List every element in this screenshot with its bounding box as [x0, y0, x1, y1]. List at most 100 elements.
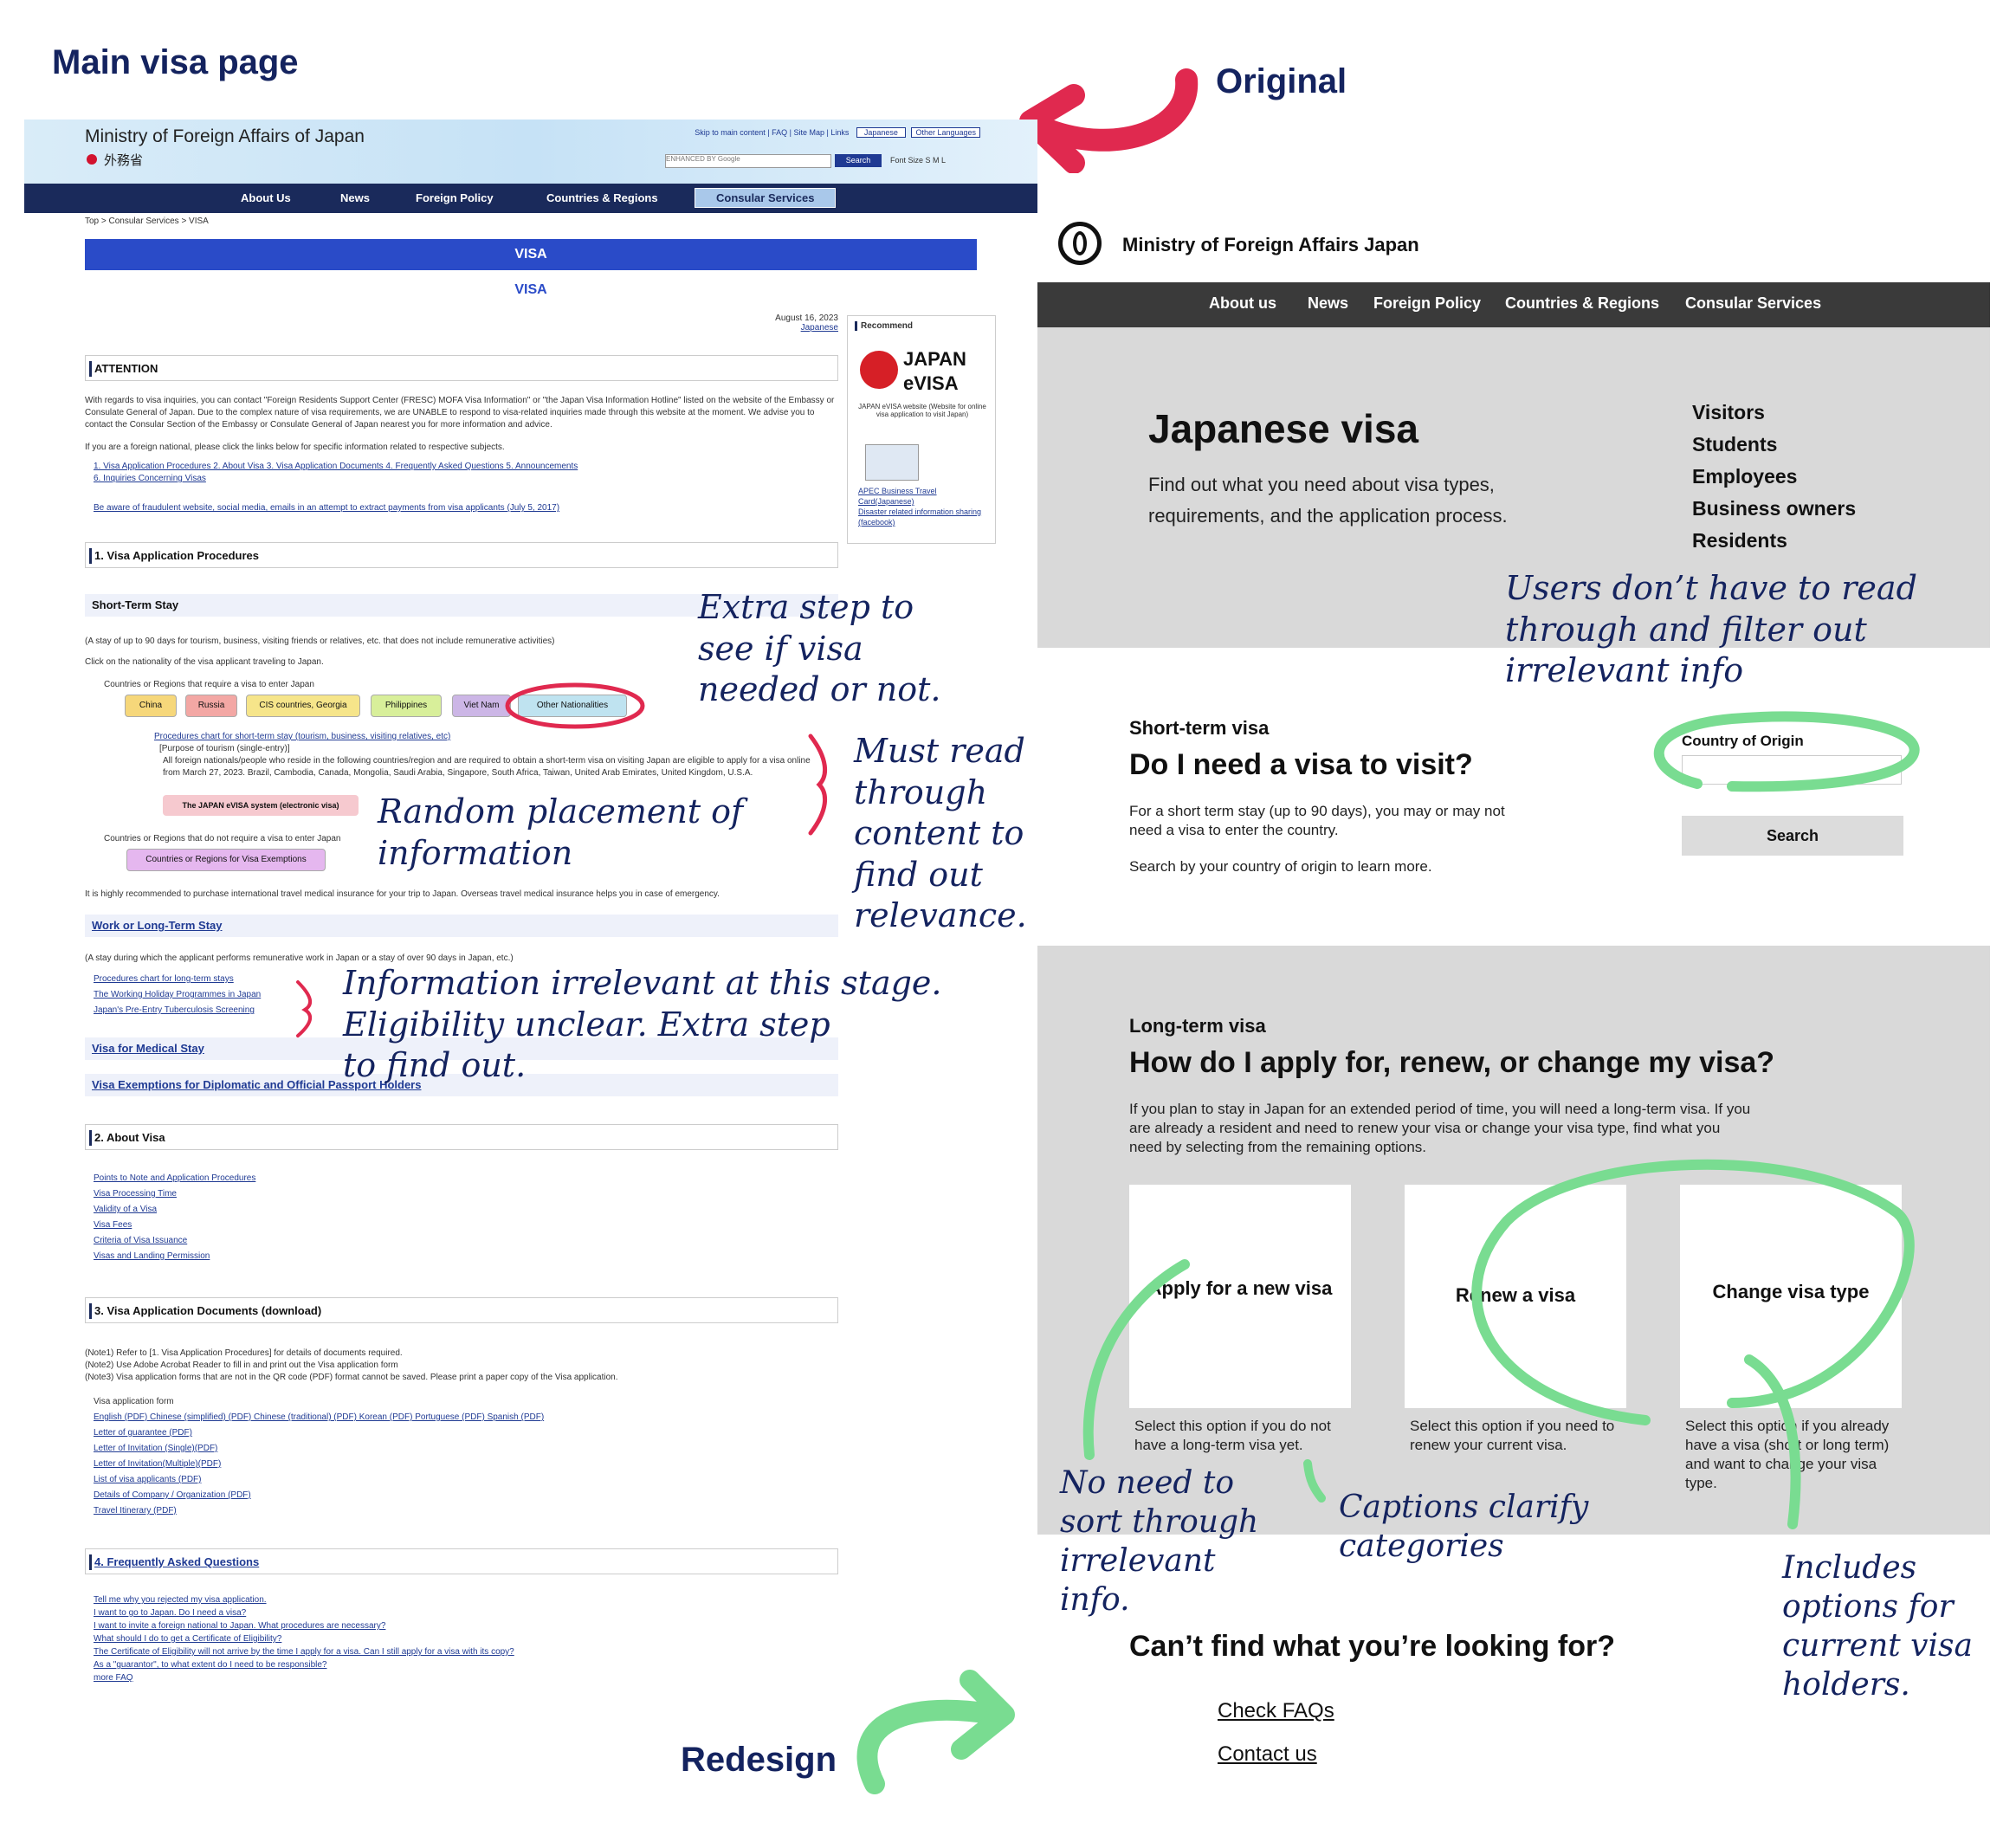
diplomatic-heading[interactable]: Visa Exemptions for Diplomatic and Offic…	[85, 1074, 838, 1096]
r-nav-about-us[interactable]: About us	[1209, 294, 1276, 312]
hero-audience-links: Visitors Students Employees Business own…	[1692, 397, 1856, 557]
annotation-random-placement: Random placement of information	[378, 792, 744, 872]
chip-russia[interactable]: Russia	[185, 695, 237, 717]
work-desc: (A stay during which the applicant perfo…	[85, 953, 514, 963]
chip-cis-georgia[interactable]: CIS countries, Georgia	[246, 695, 360, 717]
link-residents[interactable]: Residents	[1692, 529, 1787, 552]
link-business-owners[interactable]: Business owners	[1692, 497, 1857, 520]
original-site-title[interactable]: Ministry of Foreign Affairs of Japan	[85, 126, 365, 146]
breadcrumb[interactable]: Top > Consular Services > VISA	[85, 217, 209, 226]
nav-countries-regions[interactable]: Countries & Regions	[546, 191, 658, 204]
fraud-warning-link[interactable]: Be aware of fraudulent website, social m…	[94, 503, 560, 513]
section-faq[interactable]: 4. Frequently Asked Questions	[85, 1548, 838, 1574]
short-term-title: Do I need a visa to visit?	[1129, 748, 1473, 781]
procedures-short-term-link[interactable]: Procedures chart for short-term stay (to…	[154, 732, 451, 741]
evisa-logo-icon[interactable]	[860, 351, 898, 389]
original-header: Ministry of Foreign Affairs of Japan 外務省…	[24, 120, 1037, 184]
green-stroke-apply-icon	[1082, 1259, 1190, 1460]
date-japanese-link[interactable]: Japanese	[800, 323, 838, 333]
mofa-logo-icon[interactable]	[1058, 222, 1102, 265]
original-search-button[interactable]: Search	[835, 154, 882, 167]
r-nav-consular-services[interactable]: Consular Services	[1685, 294, 1822, 312]
work-long-term-heading[interactable]: Work or Long-Term Stay	[85, 914, 838, 937]
annotation-captions: Captions clarify categories	[1339, 1490, 1589, 1564]
visa-exemptions-button[interactable]: Countries or Regions for Visa Exemptions	[126, 849, 326, 871]
page-date: August 16, 2023 Japanese	[743, 313, 838, 333]
redesign-label: Redesign	[681, 1741, 837, 1779]
chip-viet-nam[interactable]: Viet Nam	[452, 695, 511, 717]
link-employees[interactable]: Employees	[1692, 465, 1798, 488]
original-screenshot: Ministry of Foreign Affairs of Japan 外務省…	[24, 120, 1037, 1713]
annotation-includes: Includes options for current visa holder…	[1782, 1550, 1973, 1703]
original-label: Original	[1216, 62, 1347, 100]
nav-news[interactable]: News	[340, 191, 370, 204]
nav-foreign-policy[interactable]: Foreign Policy	[416, 191, 494, 204]
link-visitors[interactable]: Visitors	[1692, 401, 1765, 423]
green-tick-captions-icon	[1303, 1459, 1326, 1503]
nav-consular-services[interactable]: Consular Services	[695, 188, 837, 208]
chip-philippines[interactable]: Philippines	[371, 695, 442, 717]
card-renew-caption: Select this option if you need to renew …	[1410, 1418, 1615, 1453]
card-change-label: Change visa type	[1712, 1281, 1870, 1302]
section-visa-application-procedures: 1. Visa Application Procedures	[85, 542, 838, 568]
card-apply-caption: Select this option if you do not have a …	[1134, 1418, 1331, 1453]
short-term-desc: (A stay of up to 90 days for tourism, bu…	[85, 637, 555, 646]
apec-card-image[interactable]	[865, 444, 919, 481]
no-visa-text: Countries or Regions that do not require…	[104, 834, 341, 843]
card-change-visa-type[interactable]: Change visa type	[1680, 1185, 1902, 1408]
about-visa-links[interactable]: Points to Note and Application Procedure…	[94, 1173, 256, 1261]
work-links[interactable]: Procedures chart for long-term stays The…	[94, 974, 262, 1015]
evisa-logo-text[interactable]: JAPAN eVISA	[903, 348, 966, 394]
original-search-input[interactable]: ENHANCED BY Google	[665, 154, 831, 168]
lang-japanese-button[interactable]: Japanese	[856, 127, 906, 138]
lang-other-button[interactable]: Other Languages	[911, 127, 980, 138]
check-faqs-link[interactable]: Check FAQs	[1218, 1699, 1334, 1722]
contact-us-link[interactable]: Contact us	[1218, 1742, 1317, 1766]
r-nav-foreign-policy[interactable]: Foreign Policy	[1373, 294, 1482, 312]
red-bracket-work-icon	[296, 980, 313, 1037]
green-loop-country-icon	[1653, 711, 1920, 792]
annotation-must-read: Must read through content to find out re…	[854, 732, 1027, 934]
attention-text: With regards to visa inquiries, you can …	[85, 396, 835, 430]
attention-heading: ATTENTION	[85, 355, 838, 381]
annotation-irrelevant: Information irrelevant at this stage. El…	[343, 964, 942, 1084]
evisa-system-button[interactable]: The JAPAN eVISA system (electronic visa)	[163, 795, 359, 816]
redesign-brand[interactable]: Ministry of Foreign Affairs Japan	[1122, 234, 1419, 255]
hero-section: Japanese visa Find out what you need abo…	[1037, 327, 1990, 648]
r-nav-countries-regions[interactable]: Countries & Regions	[1505, 294, 1660, 312]
recommend-links[interactable]: APEC Business Travel Card(Japanese) Disa…	[858, 487, 982, 527]
red-bracket-icon	[808, 734, 828, 836]
document-notes: (Note1) Refer to [1. Visa Application Pr…	[85, 1348, 618, 1382]
country-search-button[interactable]: Search	[1682, 816, 1903, 856]
original-nav: About Us News Foreign Policy Countries &…	[24, 184, 1037, 213]
green-loop-cards-icon	[1471, 1159, 1915, 1529]
green-arrow-icon	[856, 1670, 1015, 1794]
original-utility-links[interactable]: Skip to main content | FAQ | Site Map | …	[695, 127, 980, 138]
long-term-title: How do I apply for, renew, or change my …	[1129, 1046, 1775, 1079]
red-circle-other-nationalities-icon	[505, 682, 645, 729]
section-about-visa: 2. About Visa	[85, 1124, 838, 1150]
short-term-eyebrow: Short-term visa	[1129, 717, 1270, 739]
faq-links[interactable]: Tell me why you rejected my visa applica…	[94, 1595, 514, 1683]
r-nav-news[interactable]: News	[1308, 294, 1349, 312]
visa-form-label: Visa application form	[94, 1397, 174, 1406]
cant-find-heading: Can’t find what you’re looking for?	[1129, 1630, 1615, 1663]
short-term-search-desc: Search by your country of origin to lear…	[1129, 858, 1432, 875]
recommend-panel: Recommend JAPAN eVISA JAPAN eVISA websit…	[847, 315, 996, 544]
evisa-eligible-text: All foreign nationals/people who reside …	[163, 756, 811, 778]
japan-flag-icon	[87, 154, 97, 165]
toc-links[interactable]: 1. Visa Application Procedures 2. About …	[94, 462, 578, 483]
chip-china[interactable]: China	[125, 695, 177, 717]
link-students[interactable]: Students	[1692, 433, 1778, 456]
hero-description: Find out what you need about visa types,…	[1148, 474, 1508, 527]
document-links[interactable]: English (PDF) Chinese (simplified) (PDF)…	[94, 1412, 545, 1516]
click-nationality-text: Click on the nationality of the visa app…	[85, 657, 324, 667]
card-apply-label: Apply for a new visa	[1147, 1277, 1333, 1299]
nav-about-us[interactable]: About Us	[241, 191, 291, 204]
chip-other-nationalities[interactable]: Other Nationalities	[518, 695, 627, 717]
medical-stay-heading[interactable]: Visa for Medical Stay	[85, 1037, 838, 1060]
font-size-control[interactable]: Font Size S M L	[890, 156, 947, 165]
original-site-subtitle: 外務省	[104, 153, 144, 168]
short-term-desc: For a short term stay (up to 90 days), y…	[1129, 803, 1505, 838]
card-apply-new-visa[interactable]: Apply for a new visa	[1129, 1185, 1351, 1408]
